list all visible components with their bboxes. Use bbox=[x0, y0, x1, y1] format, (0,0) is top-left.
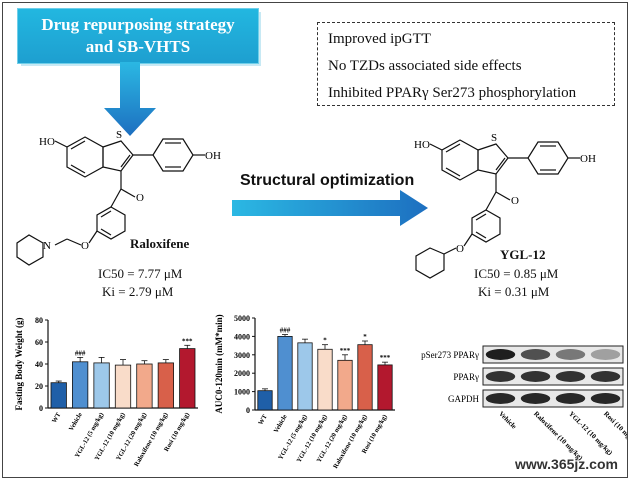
bar bbox=[317, 348, 333, 411]
watermark: www.365jz.com bbox=[515, 456, 618, 472]
significance-label: ### bbox=[280, 327, 291, 335]
y-tick-label: 80 bbox=[35, 316, 43, 325]
significance-label: * bbox=[323, 337, 327, 345]
bar bbox=[157, 362, 174, 409]
bar bbox=[114, 364, 132, 409]
bar bbox=[257, 390, 273, 411]
blot-strip bbox=[482, 389, 624, 408]
y-tick-label: 1000 bbox=[234, 388, 250, 397]
y-tick-label: 0 bbox=[246, 406, 250, 415]
y-axis-label: AUC0-120min (mM*min) bbox=[214, 314, 224, 413]
significance-label: *** bbox=[380, 354, 391, 362]
bar bbox=[93, 362, 110, 409]
y-tick-label: 2000 bbox=[234, 369, 250, 378]
category-label: Vehicle bbox=[68, 411, 84, 432]
ygl12-oh-label: OH bbox=[580, 153, 596, 165]
raloxifene-name: Raloxifene bbox=[130, 236, 190, 251]
significance-label: *** bbox=[182, 337, 193, 345]
claim-item: Inhibited PPARγ Ser273 phosphorylation bbox=[328, 85, 577, 101]
ygl12-ic50: IC50 = 0.85 μM bbox=[474, 266, 559, 281]
ygl12-ether-o: O bbox=[456, 243, 464, 255]
blot-row-label: PPARγ bbox=[453, 372, 479, 382]
raloxifene-ic50: IC50 = 7.77 μM bbox=[98, 266, 183, 281]
ygl12-ki: Ki = 0.31 μM bbox=[478, 284, 550, 299]
blot-band bbox=[555, 349, 586, 360]
claims-box: Improved ipGTT No TZDs associated side e… bbox=[317, 22, 615, 106]
blot-band bbox=[590, 371, 621, 382]
raloxifene-carbonyl-o: O bbox=[136, 192, 144, 204]
raloxifene-ether-o: O bbox=[81, 240, 89, 252]
significance-label: ### bbox=[75, 349, 86, 357]
ygl12-name: YGL-12 bbox=[500, 247, 546, 262]
down-arrow-icon bbox=[104, 62, 156, 136]
blot-band bbox=[485, 393, 516, 404]
blot-band bbox=[520, 371, 551, 382]
strategy-banner: Drug repurposing strategy and SB-VHTS bbox=[17, 8, 259, 64]
y-tick-label: 40 bbox=[35, 360, 43, 369]
y-tick-label: 0 bbox=[39, 404, 43, 413]
ygl12-ho-label: HO bbox=[414, 139, 430, 151]
blot-row-label: GAPDH bbox=[448, 394, 480, 404]
bar bbox=[297, 342, 313, 411]
right-arrow-icon bbox=[232, 190, 428, 226]
y-tick-label: 3000 bbox=[234, 351, 250, 360]
blot-band bbox=[590, 393, 621, 404]
raloxifene-oh-label: OH bbox=[205, 150, 221, 162]
bar bbox=[50, 382, 67, 409]
bar bbox=[72, 361, 89, 409]
bar bbox=[277, 335, 293, 411]
blot-strip bbox=[482, 345, 624, 364]
structural-optimization-label: Structural optimization bbox=[240, 172, 415, 189]
blot-band bbox=[520, 349, 551, 360]
blot-band bbox=[555, 393, 586, 404]
bar bbox=[136, 363, 153, 409]
blot-row-label: pSer273 PPARγ bbox=[421, 350, 479, 360]
claim-item: Improved ipGTT bbox=[328, 31, 431, 47]
raloxifene-n-label: N bbox=[43, 240, 51, 252]
y-tick-label: 20 bbox=[35, 382, 43, 391]
blot-band bbox=[590, 349, 621, 360]
y-tick-label: 60 bbox=[35, 338, 43, 347]
category-label: WT bbox=[257, 413, 269, 426]
y-tick-label: 4000 bbox=[234, 332, 250, 341]
raloxifene-ho-label: HO bbox=[39, 136, 55, 148]
ygl12-structure: HO S OH O O bbox=[414, 132, 596, 279]
blot-lane-label: Vehicle bbox=[497, 410, 518, 431]
y-tick-label: 5000 bbox=[234, 314, 250, 323]
bar bbox=[377, 364, 393, 411]
auc-chart: 0 1000 2000 3000 4000 5000 AUC0-120min (mM*min… bbox=[214, 314, 395, 470]
y-axis-label: Fasting Body Weight (g) bbox=[14, 317, 24, 410]
ygl12-carbonyl-o: O bbox=[511, 195, 519, 207]
banner-line-1: Drug repurposing strategy bbox=[41, 15, 235, 34]
blot-strip bbox=[482, 367, 624, 386]
banner-line-2: and SB-VHTS bbox=[85, 37, 191, 56]
category-label: WT bbox=[51, 411, 63, 424]
category-label: Vehicle bbox=[273, 413, 289, 434]
bar bbox=[179, 348, 196, 409]
ygl12-s-label: S bbox=[491, 132, 497, 144]
blot-band bbox=[485, 371, 516, 382]
claim-item: No TZDs associated side effects bbox=[328, 58, 522, 74]
raloxifene-s-label: S bbox=[116, 129, 122, 141]
body-weight-chart: 0 20 40 60 80 Fasting Body Weight (g) WT ### Veh… bbox=[14, 316, 198, 468]
blot-band bbox=[485, 349, 516, 360]
raloxifene-ki: Ki = 2.79 μM bbox=[102, 284, 174, 299]
significance-label: *** bbox=[340, 347, 351, 355]
blot-band bbox=[520, 393, 551, 404]
blot-band bbox=[555, 371, 586, 382]
raloxifene-structure: HO S OH O O N bbox=[16, 129, 221, 266]
bar bbox=[357, 344, 373, 411]
bar bbox=[337, 359, 353, 411]
significance-label: * bbox=[363, 333, 367, 341]
